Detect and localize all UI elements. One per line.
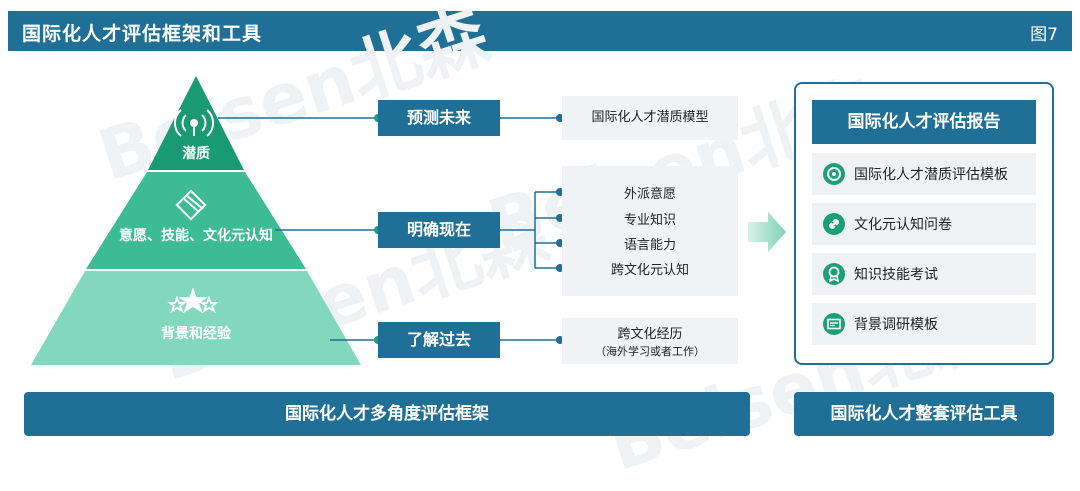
detail-item: 专业知识 xyxy=(623,213,676,228)
tool-item: 知识技能考试 xyxy=(812,253,1036,295)
page-title: 国际化人才评估框架和工具 xyxy=(22,23,263,45)
detail-subitem: （海外学习或者工作） xyxy=(595,345,705,358)
tool-label: 文化元认知问卷 xyxy=(854,217,952,233)
target-icon xyxy=(823,163,845,185)
past-box: 了解过去 xyxy=(378,322,500,358)
badge-icon xyxy=(175,189,207,221)
detail-item: 跨文化经历 xyxy=(617,327,683,342)
stars-icon xyxy=(167,287,219,314)
flow-arrow-icon xyxy=(748,212,786,252)
pyramid-tier-bottom xyxy=(31,271,361,365)
tool-label: 知识技能考试 xyxy=(854,267,938,283)
present-detail-panel: 外派意愿 专业知识 语言能力 跨文化元认知 xyxy=(562,166,738,296)
detail-item: 国际化人才潜质模型 xyxy=(591,110,709,125)
detail-item: 跨文化元认知 xyxy=(610,263,689,278)
future-detail-panel: 国际化人才潜质模型 xyxy=(562,96,738,140)
id-card-icon xyxy=(823,313,845,335)
title-bar: 国际化人才评估框架和工具 图7 xyxy=(8,11,1072,51)
tool-item: 文化元认知问卷 xyxy=(812,203,1036,245)
tools-bar: 国际化人才整套评估工具 xyxy=(794,392,1054,436)
detail-item: 语言能力 xyxy=(623,238,676,253)
present-box: 明确现在 xyxy=(378,212,500,248)
tool-item: 国际化人才潜质评估模板 xyxy=(812,153,1036,195)
detail-item: 外派意愿 xyxy=(623,187,676,202)
pyramid-tier-label: 潜质 xyxy=(182,146,210,162)
framework-bar: 国际化人才多角度评估框架 xyxy=(24,392,750,436)
pyramid-tier-middle xyxy=(86,172,306,269)
report-title: 国际化人才评估报告 xyxy=(812,100,1036,144)
medal-icon xyxy=(823,263,845,285)
tool-label: 背景调研模板 xyxy=(854,317,938,333)
signal-icon xyxy=(174,109,214,137)
pyramid-tier-label: 意愿、技能、文化元认知 xyxy=(119,228,273,244)
past-detail-panel: 跨文化经历 （海外学习或者工作） xyxy=(562,318,738,364)
future-box: 预测未来 xyxy=(378,100,500,136)
tool-label: 国际化人才潜质评估模板 xyxy=(854,167,1008,183)
link-icon xyxy=(823,213,845,235)
pyramid-tier-label: 背景和经验 xyxy=(161,326,231,342)
tool-item: 背景调研模板 xyxy=(812,303,1036,345)
figure-label: 图7 xyxy=(1030,25,1058,45)
